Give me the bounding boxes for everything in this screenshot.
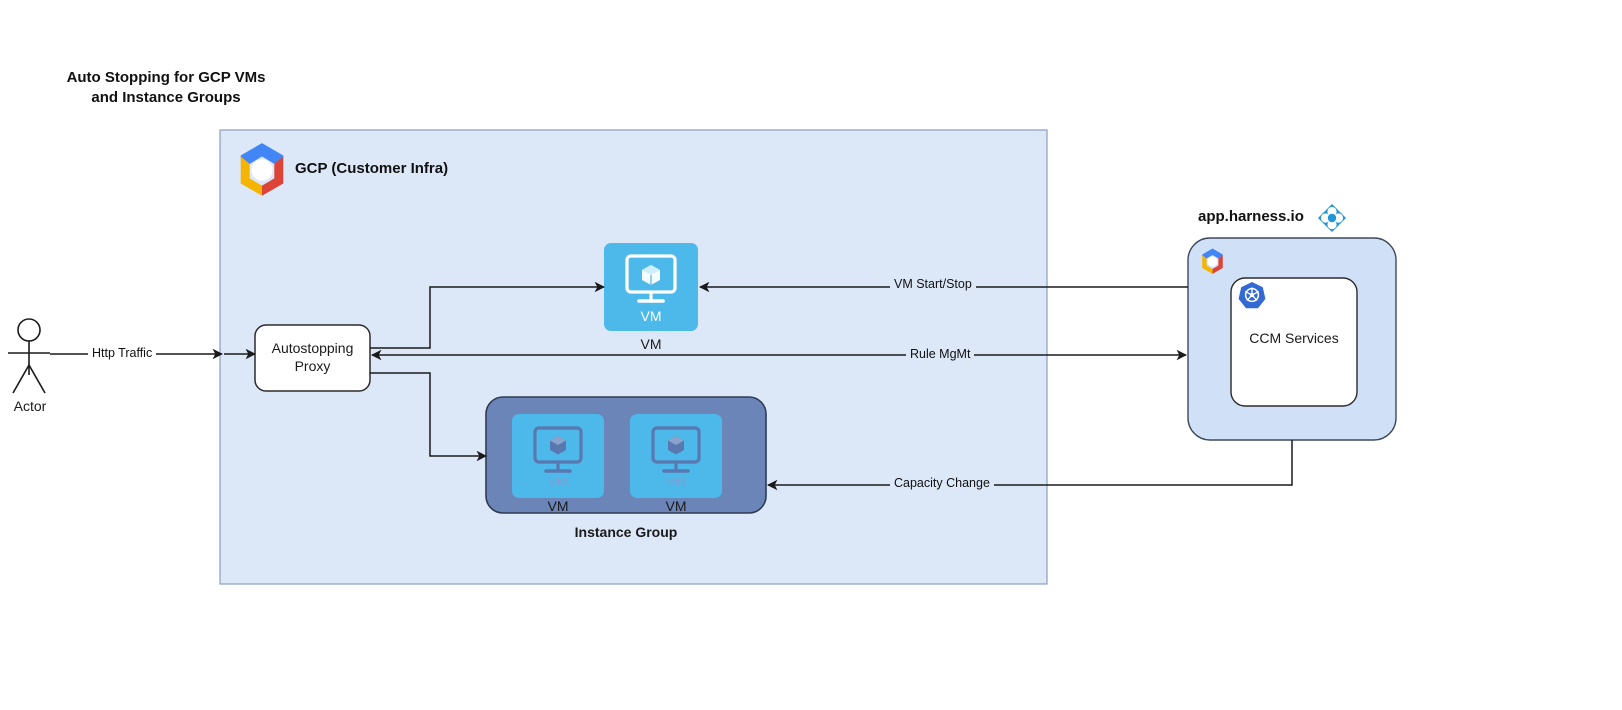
instance-group-member-2-label: VM [665,498,687,514]
actor-stick-figure-icon [8,318,50,394]
edge-proxy-to-instance-group [370,372,488,462]
edge-label-http-traffic: Http Traffic [88,346,157,360]
gcp-logo-icon-harness [1202,248,1223,274]
gcp-container-title: GCP (Customer Infra) [295,160,449,177]
actor-label: Actor [13,398,47,414]
kubernetes-logo-icon [1238,282,1266,309]
vm-monitor-cube-icon [625,254,677,303]
edge-label-rule-mgmt: Rule MgMt [906,347,975,361]
edge-label-capacity-change: Capacity Change [890,476,994,490]
vm-node-label: VM [640,336,662,352]
gcp-logo-icon [240,143,284,196]
instance-group-member-1-inner-label: VM [548,474,568,489]
edge-proxy-to-vm [370,281,606,349]
harness-logo-icon [1318,204,1346,232]
harness-container-title: app.harness.io [1198,208,1304,225]
edge-label-vm-start-stop: VM Start/Stop [890,277,976,291]
vm-monitor-cube-icon-group-1 [533,426,583,473]
ccm-services-label: CCM Services [1249,330,1339,346]
autostopping-proxy-label: Autostopping Proxy [271,340,354,374]
instance-group-member-1-label: VM [547,498,569,514]
instance-group-label: Instance Group [574,524,678,540]
page-title: Auto Stopping for GCP VMs and Instance G… [66,69,266,107]
vm-monitor-cube-icon-group-2 [651,426,701,473]
ccm-services-box[interactable] [1230,277,1358,407]
instance-group-member-2-inner-label: VM [666,474,686,489]
vm-node-inner-label: VM [640,308,662,324]
